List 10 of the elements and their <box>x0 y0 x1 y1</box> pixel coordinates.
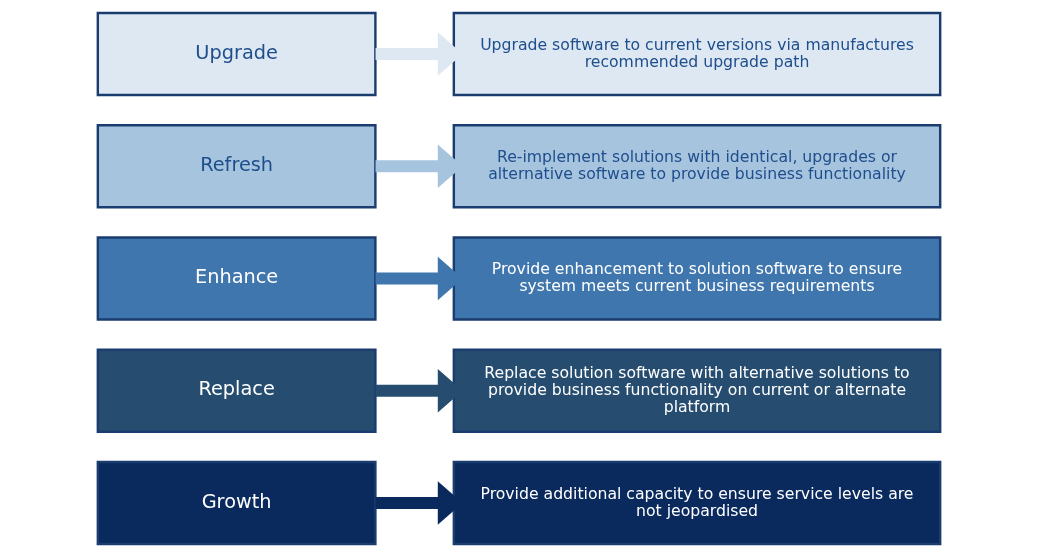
node-box: Enhance <box>96 236 377 321</box>
node-box: Refresh <box>96 124 377 209</box>
node-box: Provide additional capacity to ensure service levels are not jeopardised <box>452 460 941 546</box>
node-box: Upgrade <box>96 11 377 97</box>
node-box: Upgrade software to current versions via manufactures recommended upgrade path <box>452 11 941 97</box>
node-box: Growth <box>96 460 377 546</box>
node-box: Provide enhancement to solution software to ensure system meets current business requirements <box>452 236 941 321</box>
node-box: Re-implement solutions with identical, upgrades or alternative software to provide business functionality <box>452 124 941 209</box>
node-box: Replace solution software with alternative solutions to provide business functionality on current or alternate platform <box>452 348 941 433</box>
node-box: Replace <box>96 348 377 433</box>
